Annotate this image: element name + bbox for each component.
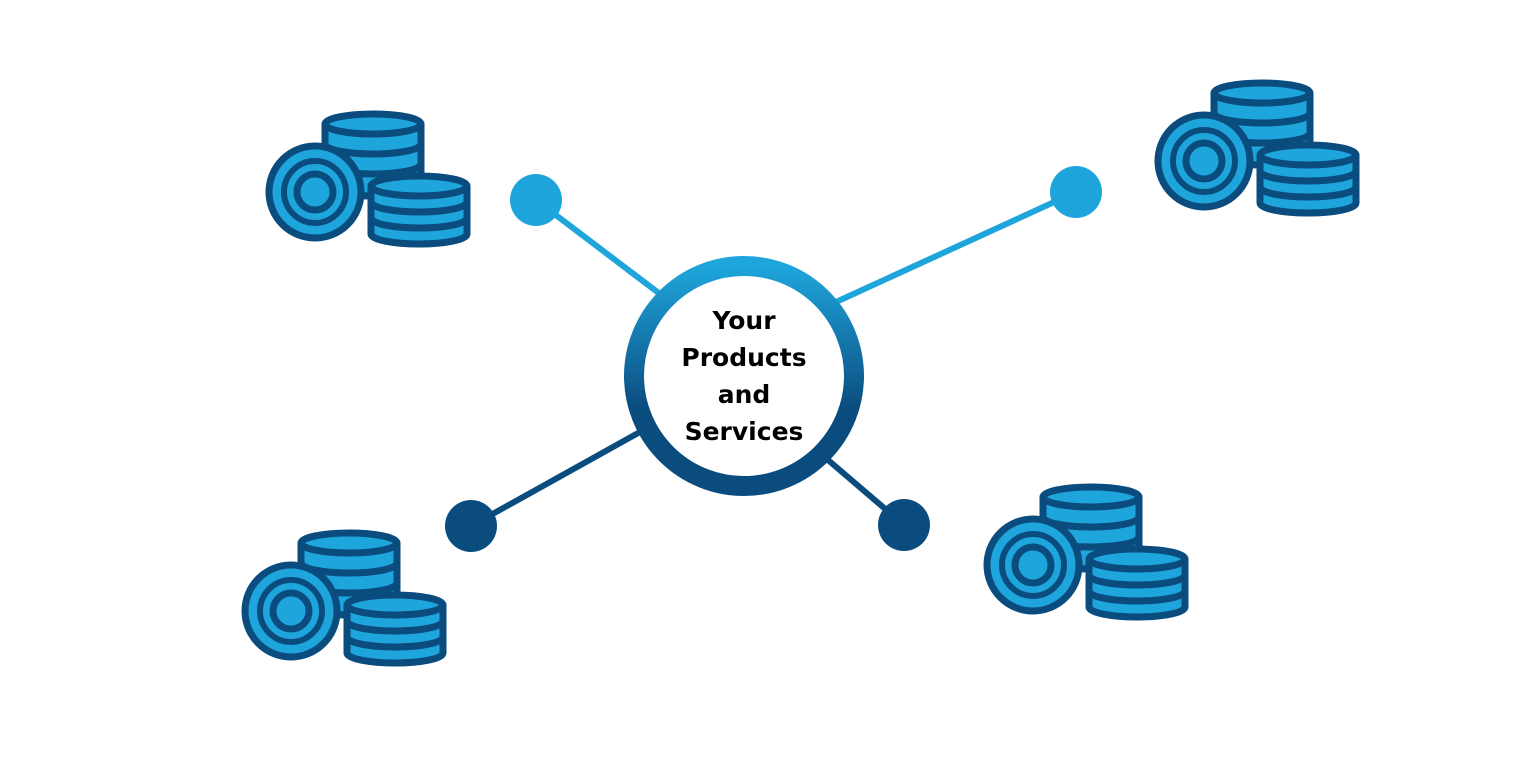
hub-ring — [624, 256, 864, 496]
hub-label: Your Products and Services — [664, 296, 824, 456]
coins-stack-icon-bottom-left — [245, 533, 443, 663]
hub-label-line-1: Your — [712, 306, 776, 335]
node-dot-bottom-right — [878, 499, 930, 551]
connector-top-right — [834, 189, 1078, 305]
hub-label-line-2: Products — [681, 343, 807, 372]
coins-stack-icon-bottom-right — [987, 487, 1185, 617]
hub-label-line-3: and — [717, 380, 771, 409]
hub-label-line-4: Services — [684, 417, 804, 446]
connector-bottom-left — [469, 429, 642, 529]
node-dot-top-left — [510, 174, 562, 226]
coins-stack-icon-top-left — [269, 114, 467, 244]
coins-stack-icon-top-right — [1158, 83, 1356, 213]
node-dot-top-right — [1050, 166, 1102, 218]
node-dot-bottom-left — [445, 500, 497, 552]
